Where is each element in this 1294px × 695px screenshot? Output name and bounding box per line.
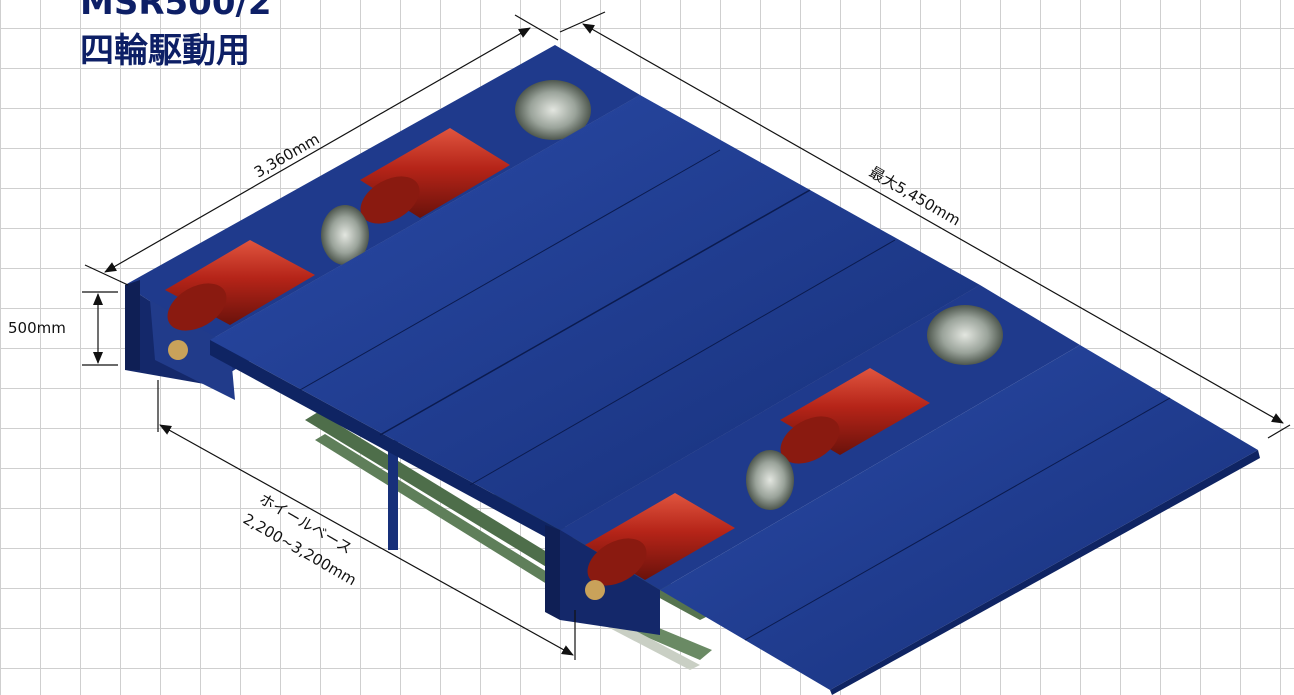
max-length-label: 最大5,450mm (866, 163, 963, 230)
rear-ramp (660, 345, 1260, 695)
height-label: 500mm (8, 319, 66, 337)
length-label: 3,360mm (251, 130, 323, 182)
dimension-height: 500mm (8, 291, 118, 366)
model-title: MSR500/2 (80, 0, 272, 23)
rear-roller-left (585, 493, 735, 586)
